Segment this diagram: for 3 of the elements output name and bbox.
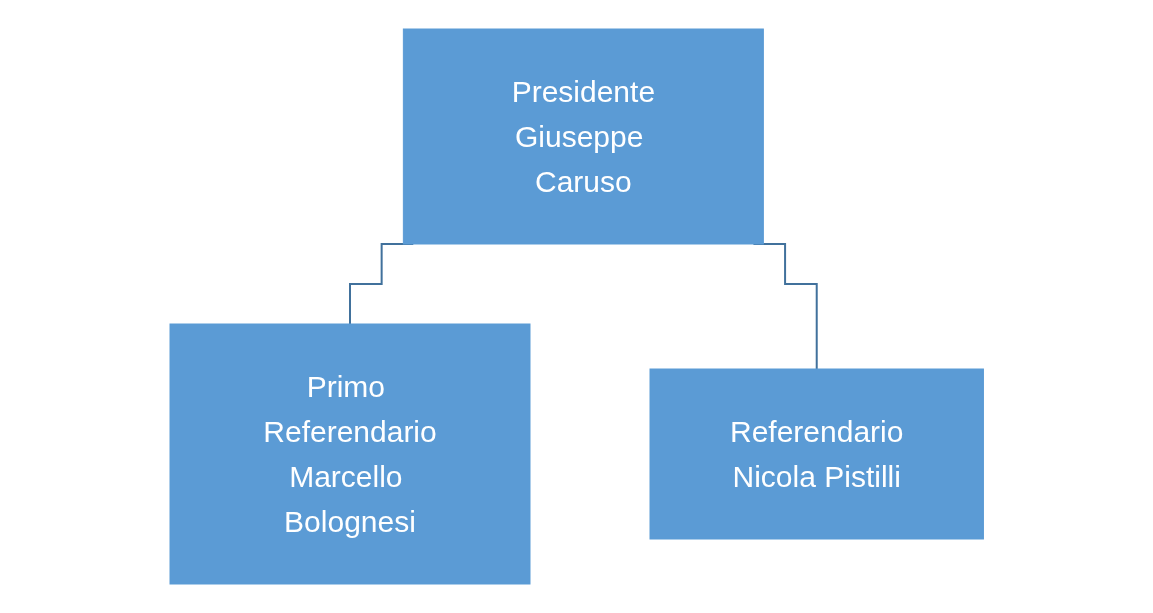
- node-box: Presidente Giuseppe Caruso: [402, 28, 764, 245]
- node-box: Referendario Nicola Pistilli: [649, 368, 984, 540]
- node-box: Primo Referendario Marcello Bolognesi: [169, 323, 531, 585]
